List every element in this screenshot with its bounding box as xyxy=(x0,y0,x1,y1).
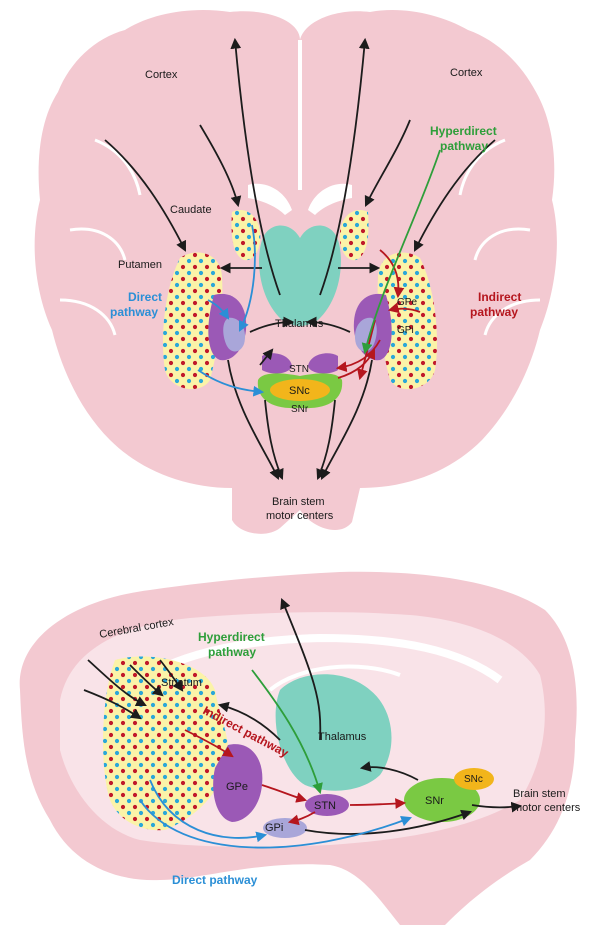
coronal-label-hyperdirect-2: pathway xyxy=(440,139,488,153)
coronal-label-caudate: Caudate xyxy=(170,204,212,216)
coronal-label-hyperdirect-1: Hyperdirect xyxy=(430,124,497,138)
coronal-label-direct-2: pathway xyxy=(110,305,158,319)
sagittal-label-snc: SNc xyxy=(464,774,483,785)
coronal-label-stn: STN xyxy=(289,364,309,375)
sagittal-label-hyperdirect-1: Hyperdirect xyxy=(198,630,265,644)
coronal-label-putamen: Putamen xyxy=(118,259,162,271)
coronal-label-brainstem-2: motor centers xyxy=(266,510,334,522)
coronal-label-brainstem-1: Brain stem xyxy=(272,496,325,508)
sagittal-label-brainstem-1: Brain stem xyxy=(513,788,566,800)
coronal-label-indirect-2: pathway xyxy=(470,305,518,319)
sagittal-label-gpe: GPe xyxy=(226,781,248,793)
sagittal-label-stn: STN xyxy=(314,800,336,812)
sagittal-section: Cerebral cortex Hyperdirect pathway Stri… xyxy=(20,572,581,925)
sagittal-label-direct: Direct pathway xyxy=(172,873,258,887)
sagittal-label-snr: SNr xyxy=(425,795,444,807)
sagittal-label-gpi: GPi xyxy=(265,822,283,834)
coronal-label-gpe: GPe xyxy=(397,297,417,308)
coronal-section: Cortex Cortex Hyperdirect pathway Caudat… xyxy=(35,10,557,534)
coronal-label-direct-1: Direct xyxy=(128,290,162,304)
coronal-label-snc: SNc xyxy=(289,385,310,397)
coronal-label-gpi: GPi xyxy=(397,325,414,336)
coronal-label-thalamus: Thalamus xyxy=(275,318,324,330)
coronal-label-cortex-right: Cortex xyxy=(450,67,483,79)
sagittal-label-thalamus: Thalamus xyxy=(318,731,367,743)
coronal-label-indirect-1: Indirect xyxy=(478,290,521,304)
coronal-label-snr: SNr xyxy=(291,404,309,415)
coronal-label-cortex-left: Cortex xyxy=(145,69,178,81)
sagittal-label-hyperdirect-2: pathway xyxy=(208,645,256,659)
sagittal-label-striatum: Striatum xyxy=(161,677,202,689)
sagittal-label-brainstem-2: motor centers xyxy=(513,802,581,814)
